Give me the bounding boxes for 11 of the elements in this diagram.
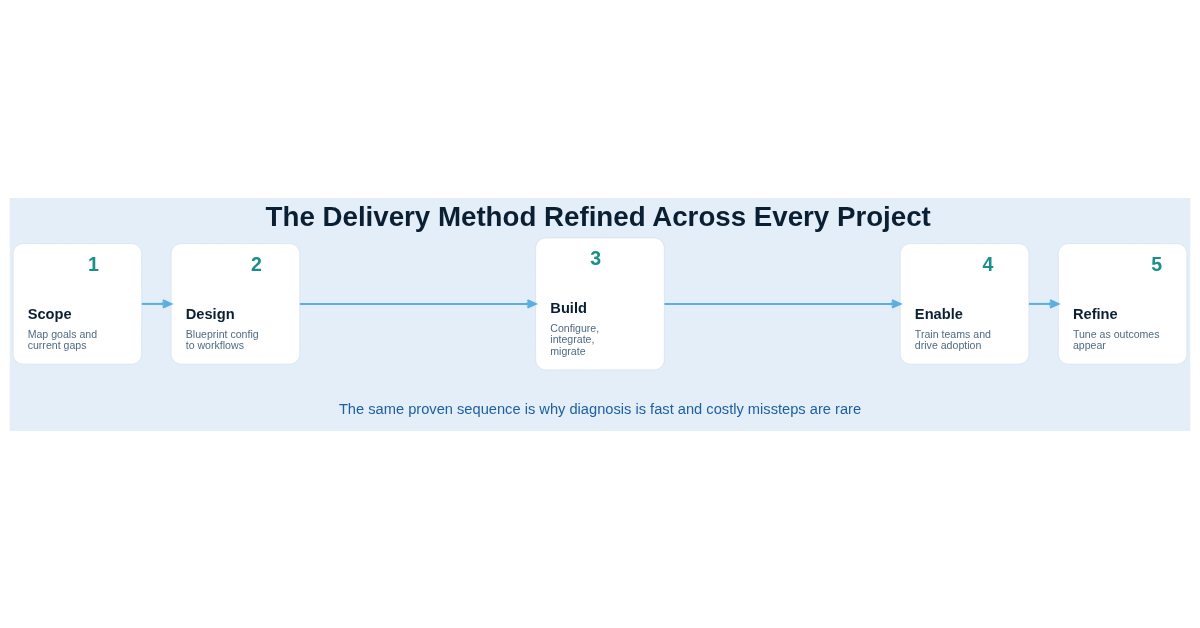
node-box: 1 Scope Map goals and current gaps — [12, 242, 143, 365]
node-box: 5 Refine Tune as outcomes appear — [1057, 242, 1188, 365]
node-box: 3 Build Configure, integrate, migrate — [535, 237, 665, 370]
arrow — [664, 298, 902, 309]
arrow — [299, 298, 537, 309]
arrow — [1029, 298, 1060, 309]
node-box: 2 Design Blueprint config to workflows — [170, 242, 301, 365]
node-box: 4 Enable Train teams and drive adoption — [899, 242, 1030, 365]
diagram-title: The Delivery Method Refined Across Every Project — [265, 200, 931, 232]
arrow — [141, 298, 173, 309]
caption: The same proven sequence is why diagnosis is fast and costly missteps are rare — [338, 400, 862, 417]
